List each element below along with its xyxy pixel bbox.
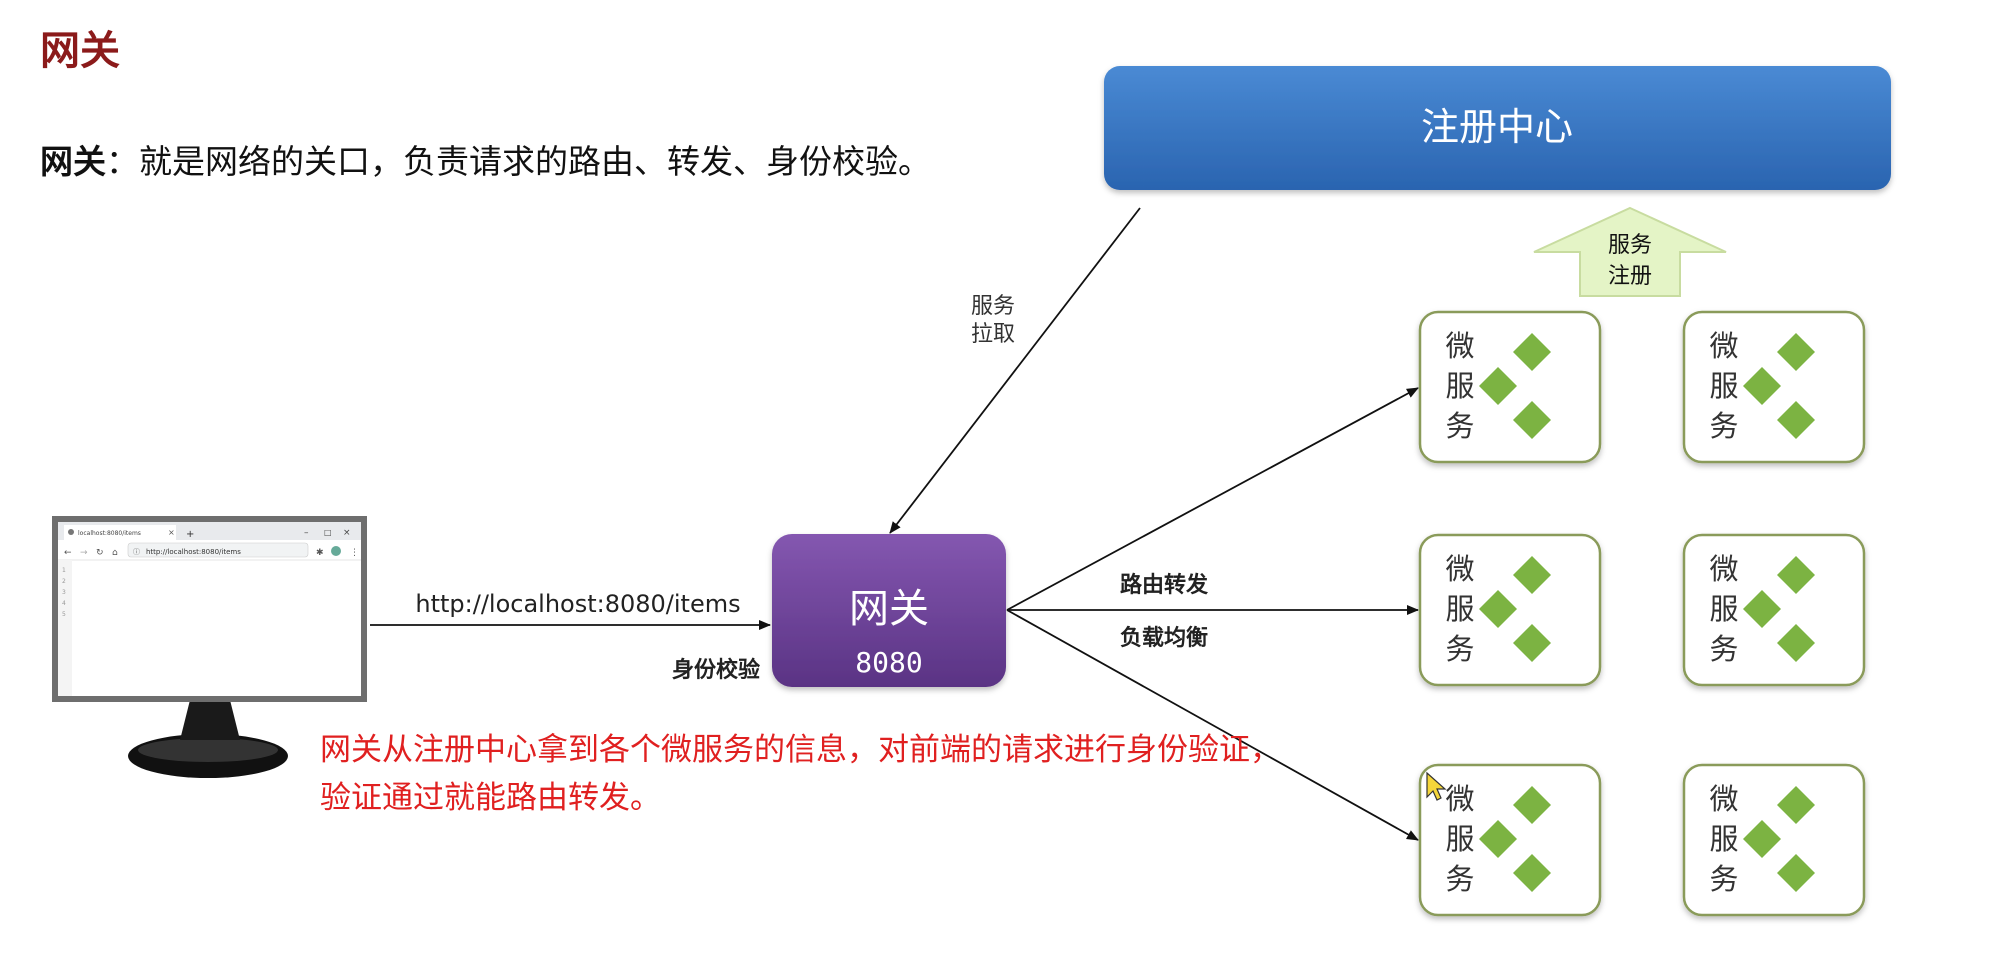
browser-extension-icon[interactable]: ✱ <box>316 548 324 558</box>
browser-minimize-icon[interactable]: – <box>304 528 309 538</box>
browser-tab-close-icon[interactable]: × <box>168 528 175 537</box>
microservice-label-char: 务 <box>1445 632 1474 666</box>
service-register-line1: 服务 <box>1608 233 1652 258</box>
gateway-node: 网关 8080 <box>772 534 1006 687</box>
auth-label: 身份校验 <box>672 657 760 683</box>
line-number: 3 <box>62 589 66 596</box>
browser-reload-icon[interactable]: ↻ <box>96 548 104 558</box>
microservice-card: 微服务 <box>1420 312 1600 462</box>
browser-menu-icon[interactable]: ⋮ <box>350 548 359 558</box>
line-number: 1 <box>62 567 66 574</box>
browser-back-icon[interactable]: ← <box>64 548 72 558</box>
service-pull-line2: 拉取 <box>971 322 1015 347</box>
browser-maximize-icon[interactable]: □ <box>324 528 332 537</box>
registry-label: 注册中心 <box>1421 105 1573 149</box>
service-register-line2: 注册 <box>1608 264 1652 289</box>
microservice-card: 微服务 <box>1684 312 1864 462</box>
monitor-neck <box>180 700 240 740</box>
service-pull-line1: 服务 <box>971 294 1015 319</box>
microservice-label-char: 务 <box>1445 409 1474 443</box>
browser-profile-icon[interactable] <box>331 546 341 556</box>
page-title: 网关 <box>40 28 120 74</box>
microservice-label-char: 服 <box>1709 369 1738 403</box>
browser-close-icon[interactable]: × <box>343 528 351 538</box>
microservice-label-char: 务 <box>1709 632 1738 666</box>
microservice-label-char: 微 <box>1709 329 1738 363</box>
note-line-2: 验证通过就能路由转发。 <box>320 780 661 816</box>
gateway-port: 8080 <box>855 646 922 679</box>
microservice-label-char: 微 <box>1709 552 1738 586</box>
microservice-card: 微服务 <box>1420 765 1600 915</box>
microservice-label-char: 微 <box>1709 782 1738 816</box>
browser-forward-icon[interactable]: → <box>80 548 88 558</box>
balance-label: 负载均衡 <box>1120 625 1208 651</box>
route-arrow-top <box>1007 388 1418 610</box>
definition-text: ：就是网络的关口，负责请求的路由、转发、身份校验。 <box>106 142 931 181</box>
definition-line: 网关：就是网络的关口，负责请求的路由、转发、身份校验。 <box>40 142 931 181</box>
service-register-arrow: 服务 注册 <box>1534 208 1726 296</box>
microservice-label-char: 务 <box>1445 862 1474 896</box>
line-number: 5 <box>62 611 66 618</box>
browser-tab-favicon-icon <box>68 529 74 535</box>
microservice-card: 微服务 <box>1420 535 1600 685</box>
browser-home-icon[interactable]: ⌂ <box>112 548 118 558</box>
gateway-label: 网关 <box>849 586 929 632</box>
browser-address-info-icon: ⓘ <box>133 548 140 556</box>
microservice-label-char: 微 <box>1445 782 1474 816</box>
microservice-label-char: 务 <box>1709 862 1738 896</box>
microservice-label-char: 服 <box>1445 369 1474 403</box>
line-number: 2 <box>62 578 66 585</box>
microservice-label-char: 服 <box>1709 822 1738 856</box>
service-pull-arrow <box>890 208 1140 533</box>
definition-term: 网关 <box>40 142 106 181</box>
route-label: 路由转发 <box>1120 572 1209 598</box>
microservice-label-char: 服 <box>1709 592 1738 626</box>
route-arrow-bottom <box>1007 610 1418 840</box>
microservice-label-char: 微 <box>1445 552 1474 586</box>
microservice-label-char: 微 <box>1445 329 1474 363</box>
note-line-1: 网关从注册中心拿到各个微服务的信息，对前端的请求进行身份验证， <box>320 732 1281 768</box>
microservice-label-char: 服 <box>1445 822 1474 856</box>
browser-address-text[interactable]: http://localhost:8080/items <box>146 548 241 556</box>
registry-center: 注册中心 <box>1104 66 1891 190</box>
request-url: http://localhost:8080/items <box>415 590 740 618</box>
microservice-label-char: 服 <box>1445 592 1474 626</box>
microservice-label-char: 务 <box>1709 409 1738 443</box>
browser-tab-title[interactable]: localhost:8080/items <box>78 530 141 537</box>
microservice-card: 微服务 <box>1684 535 1864 685</box>
browser-new-tab-button[interactable]: + <box>186 529 194 540</box>
line-number: 4 <box>62 600 66 607</box>
microservice-card: 微服务 <box>1684 765 1864 915</box>
